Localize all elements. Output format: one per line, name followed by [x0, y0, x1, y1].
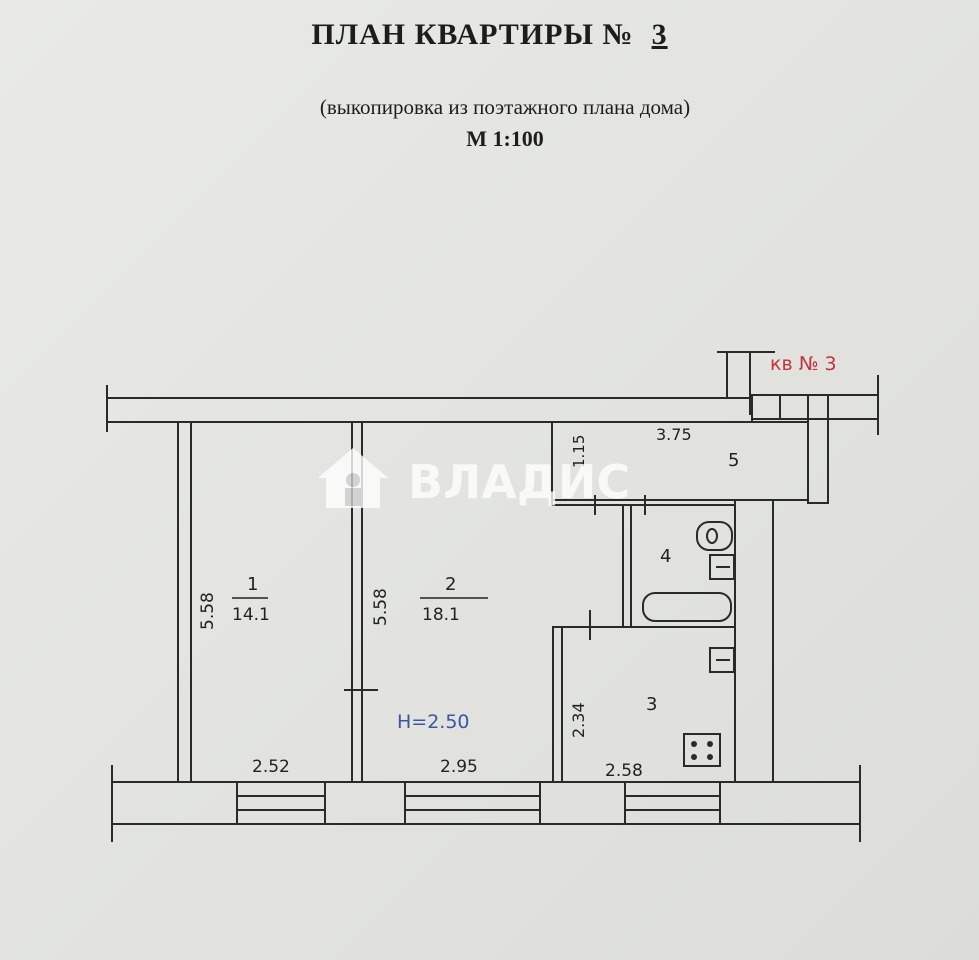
watermark-text: ВЛАДИС — [408, 455, 630, 509]
kitchen-left-wall — [552, 626, 563, 783]
plan-title: ПЛАН КВАРТИРЫ № 3 — [0, 18, 979, 52]
window-room1 — [236, 781, 326, 825]
room5-width: 1.15 — [570, 435, 588, 468]
room5-number: 5 — [728, 450, 739, 471]
room5-outline — [551, 421, 809, 501]
room5-length: 3.75 — [656, 425, 692, 444]
room3-width: 2.58 — [605, 761, 643, 781]
top-wall-right — [751, 394, 879, 420]
room3-length: 2.34 — [569, 702, 588, 738]
left-wall — [177, 421, 192, 783]
right-wall — [734, 499, 774, 783]
window-room3 — [624, 781, 721, 825]
sink-icon — [709, 554, 735, 580]
stove-icon — [683, 733, 721, 767]
top-wall — [106, 397, 753, 423]
room1-width: 2.52 — [252, 757, 290, 777]
room2-width: 2.95 — [440, 757, 478, 777]
bathtub-icon — [642, 592, 732, 622]
room1-length: 5.58 — [198, 592, 218, 630]
room2-number: 2 — [445, 574, 456, 595]
plan-scale: М 1:100 — [466, 126, 544, 151]
toilet-icon — [696, 521, 733, 551]
watermark-logo-icon — [318, 448, 388, 508]
room3-number: 3 — [646, 694, 657, 715]
room1-area: 14.1 — [232, 605, 270, 625]
bath-left-wall — [622, 504, 632, 628]
room2-area: 18.1 — [422, 605, 460, 625]
plan-title-text: ПЛАН КВАРТИРЫ № — [311, 18, 634, 51]
apartment-number: 3 — [651, 18, 668, 51]
room4-number: 4 — [660, 546, 671, 567]
window-room2 — [404, 781, 541, 825]
apartment-label: кв № 3 — [770, 353, 837, 375]
partition-1-2 — [351, 421, 363, 783]
entry-wall-segment — [807, 394, 829, 504]
room1-number: 1 — [247, 574, 258, 595]
ceiling-height: H=2.50 — [397, 711, 470, 733]
toilet-seat-icon — [706, 528, 718, 544]
bottom-wall — [111, 781, 861, 825]
plan-subtitle: (выкопировка из поэтажного плана дома) — [319, 95, 691, 119]
room2-length: 5.58 — [371, 588, 391, 626]
kitchen-sink-icon — [709, 647, 735, 673]
